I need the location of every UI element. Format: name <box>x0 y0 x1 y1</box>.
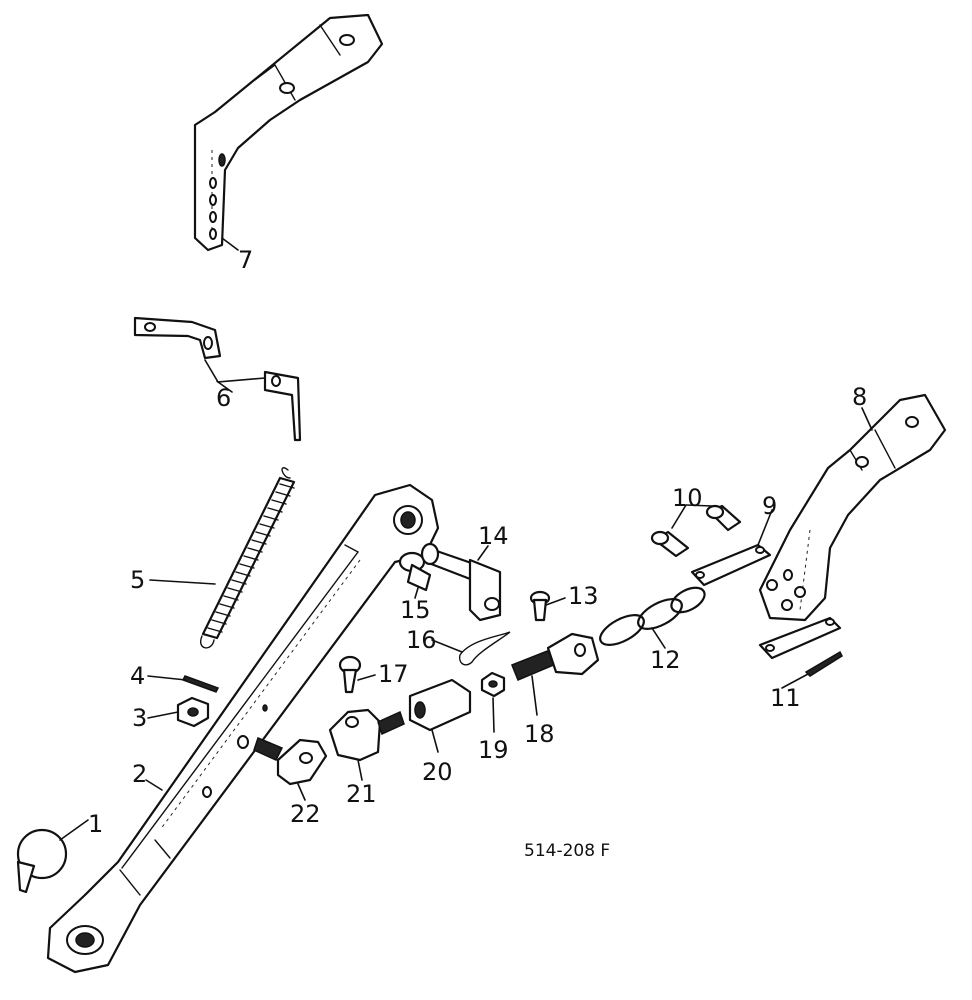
part-1-linch-pin <box>16 828 68 894</box>
callout-9: 9 <box>762 492 777 520</box>
part-22-clevis-eye <box>253 736 328 786</box>
part-19-nut-bore <box>488 680 498 688</box>
part-9-link-plates <box>690 543 842 660</box>
callout-22: 22 <box>290 800 321 828</box>
part-5-spring <box>200 467 296 649</box>
callout-6: 6 <box>216 384 231 412</box>
callout-13: 13 <box>568 582 599 610</box>
part-13-small-pin <box>529 590 551 622</box>
part-12-check-chain <box>599 586 706 646</box>
callout-21: 21 <box>346 780 377 808</box>
callout-11: 11 <box>770 684 801 712</box>
part-6-brackets <box>133 316 302 442</box>
diagram-reference-code: 514-208 F <box>524 841 610 861</box>
part-3-nut-bore <box>187 707 199 717</box>
callout-3: 3 <box>132 704 147 732</box>
part-14-pin-plate <box>420 542 502 622</box>
part-10-pins <box>650 504 742 558</box>
part-8-right-bracket <box>758 393 947 622</box>
callout-20: 20 <box>422 758 453 786</box>
callout-18: 18 <box>524 720 555 748</box>
callout-4: 4 <box>130 662 145 690</box>
callout-12: 12 <box>650 646 681 674</box>
callout-19: 19 <box>478 736 509 764</box>
part-2-lower-link-arm <box>46 483 440 974</box>
callout-15: 15 <box>400 596 431 624</box>
callout-labels: 1 2 3 4 5 6 7 8 9 10 11 12 13 14 15 16 1… <box>88 246 867 838</box>
part-11-split-pin <box>804 650 843 677</box>
callout-7: 7 <box>238 246 253 274</box>
part-17-pin <box>338 655 362 694</box>
callout-2: 2 <box>132 760 147 788</box>
callout-14: 14 <box>478 522 509 550</box>
callout-10: 10 <box>672 484 703 512</box>
part-21-clevis <box>328 708 405 762</box>
callout-8: 8 <box>852 383 867 411</box>
callout-16: 16 <box>406 626 437 654</box>
leader-lines <box>59 237 873 841</box>
callout-17: 17 <box>378 660 409 688</box>
part-16-spring-clip <box>458 631 511 666</box>
part-20-turnbuckle-body <box>408 678 472 732</box>
callout-5: 5 <box>130 566 145 594</box>
part-4-split-pin <box>181 675 220 693</box>
callout-1: 1 <box>88 810 103 838</box>
part-18-threaded-clevis <box>511 632 600 681</box>
part-7-upper-bracket <box>193 13 384 252</box>
